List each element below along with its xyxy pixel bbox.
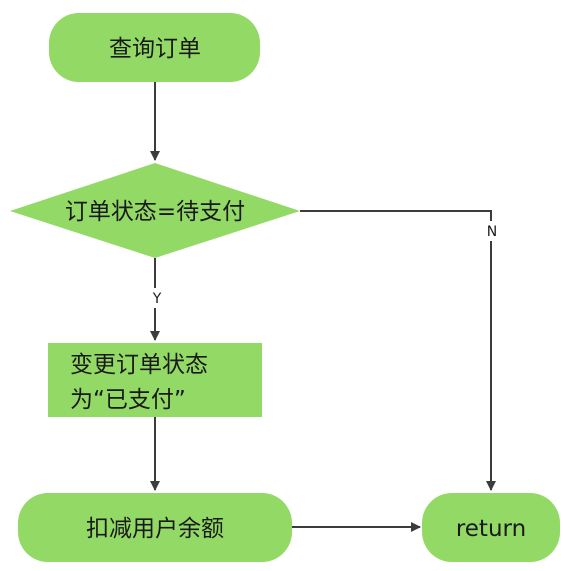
node-query-order-label: 查询订单 bbox=[109, 36, 201, 62]
node-update-status bbox=[48, 343, 262, 417]
node-query-order bbox=[49, 13, 260, 82]
label-no-bg bbox=[482, 221, 500, 241]
node-check-status bbox=[10, 163, 300, 258]
node-deduct-balance-label: 扣减用户余额 bbox=[86, 516, 224, 542]
label-yes: Y bbox=[152, 291, 162, 307]
node-update-status-line1: 变更订单状态 bbox=[70, 352, 208, 378]
node-return-label: return bbox=[456, 516, 526, 542]
label-yes-bg bbox=[147, 288, 165, 308]
node-return bbox=[422, 493, 560, 562]
node-check-status-label: 订单状态=待支付 bbox=[65, 199, 245, 225]
label-no: N bbox=[487, 224, 497, 240]
node-deduct-balance bbox=[18, 493, 292, 562]
edge-check-to-return bbox=[300, 210, 496, 491]
node-update-status-line2: 为“已支付” bbox=[70, 387, 186, 413]
